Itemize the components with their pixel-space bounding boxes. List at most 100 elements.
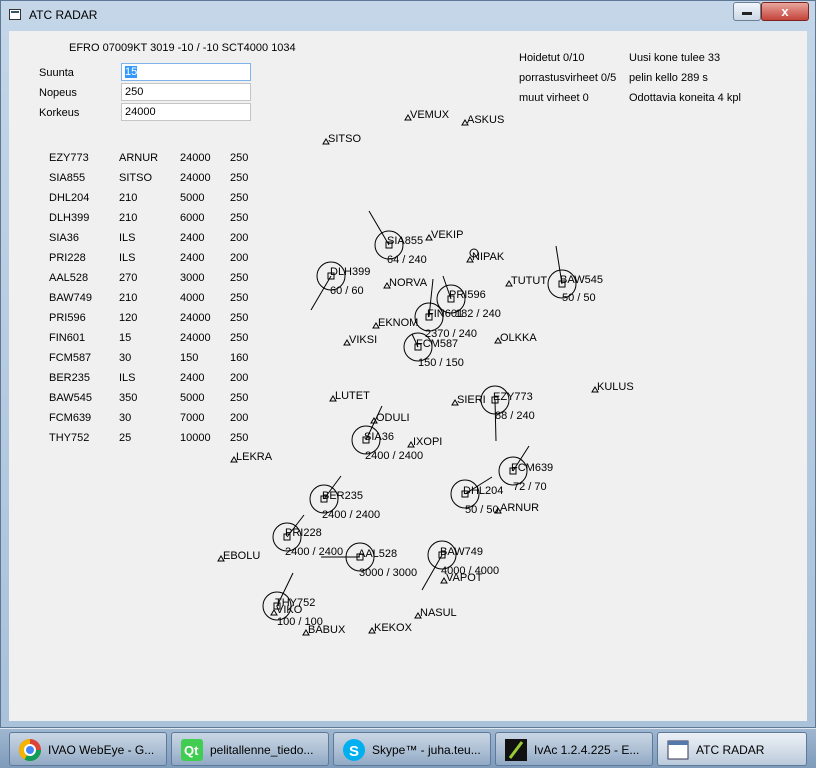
aircraft-target-icon[interactable] [320, 495, 328, 503]
aircraft-range-ring[interactable] [316, 261, 346, 291]
flight-callsign[interactable]: FCM587 [49, 352, 92, 364]
aircraft-callsign: AAL528 [358, 548, 397, 560]
waypoint-label: KEKOX [374, 622, 413, 634]
flight-route: 25 [119, 432, 132, 444]
waypoint-label: NASUL [420, 607, 457, 619]
aircraft-heading-vector [428, 278, 434, 318]
next-plane-timer: Uusi kone tulee 33 [629, 52, 721, 64]
flight-speed: 250 [230, 392, 249, 404]
aircraft-heading-vector [368, 210, 390, 246]
aircraft-target-icon[interactable] [558, 280, 566, 288]
flight-callsign[interactable]: EZY773 [49, 152, 89, 164]
flight-callsign[interactable]: SIA36 [49, 232, 79, 244]
taskbar-button[interactable]: IVAO WebEye - G... [9, 732, 167, 766]
aircraft-target-icon[interactable] [447, 295, 455, 303]
altitude-label: Korkeus [39, 107, 80, 119]
flight-callsign[interactable]: PRI596 [49, 312, 86, 324]
aircraft-range-ring[interactable] [309, 484, 339, 514]
aircraft-range-ring[interactable] [345, 542, 375, 572]
flight-callsign[interactable]: BER235 [49, 372, 90, 384]
flight-route: 210 [119, 212, 138, 224]
aircraft-target-icon[interactable] [509, 467, 517, 475]
flight-callsign[interactable]: DHL204 [49, 192, 90, 204]
flight-speed: 250 [230, 292, 249, 304]
flight-altitude: 24000 [180, 172, 211, 184]
flight-callsign[interactable]: BAW749 [49, 292, 93, 304]
aircraft-target-icon[interactable] [283, 533, 291, 541]
aircraft-target-icon[interactable] [491, 396, 499, 404]
aircraft-target-icon[interactable] [273, 602, 281, 610]
heading-input[interactable]: 15 [121, 63, 251, 81]
waypoint-triangle-icon [494, 337, 502, 344]
aircraft-target-icon[interactable] [425, 313, 433, 321]
metar-text: EFRO 07009KT 3019 -10 / -10 SCT4000 1034 [69, 42, 296, 54]
altitude-input[interactable]: 24000 [121, 103, 251, 121]
flight-speed: 200 [230, 372, 249, 384]
aircraft-heading-vector [494, 399, 497, 442]
aircraft-range-ring[interactable] [427, 540, 457, 570]
waiting-planes: Odottavia koneita 4 kpl [629, 92, 741, 104]
flight-callsign[interactable]: PRI228 [49, 252, 86, 264]
aircraft-altitude: 2400 / 2400 [322, 509, 380, 521]
aircraft-altitude: 2370 / 240 [425, 328, 477, 340]
flight-route: 15 [119, 332, 132, 344]
aircraft-range-ring[interactable] [262, 591, 292, 621]
flight-callsign[interactable]: SIA855 [49, 172, 86, 184]
aircraft-range-ring[interactable] [374, 230, 404, 260]
flight-callsign[interactable]: DLH399 [49, 212, 90, 224]
app-window: ATC RADAR x EFRO 07009KT 3019 -10 / -10 … [0, 0, 816, 728]
flight-speed: 200 [230, 232, 249, 244]
waypoint-triangle-icon [451, 399, 459, 406]
speed-input[interactable]: 250 [121, 83, 251, 101]
aircraft-range-ring[interactable] [480, 385, 510, 415]
aircraft-target-icon[interactable] [362, 436, 370, 444]
aircraft-range-ring[interactable] [272, 522, 302, 552]
flight-callsign[interactable]: BAW545 [49, 392, 93, 404]
waypoint-triangle-icon [230, 456, 238, 463]
flight-route: 270 [119, 272, 138, 284]
waypoint-triangle-icon [383, 282, 391, 289]
flight-altitude: 24000 [180, 312, 211, 324]
waypoint-triangle-icon [505, 280, 513, 287]
aircraft-range-ring[interactable] [547, 269, 577, 299]
aircraft-range-ring[interactable] [436, 284, 466, 314]
flight-callsign[interactable]: FIN601 [49, 332, 86, 344]
flight-callsign[interactable]: THY752 [49, 432, 90, 444]
waypoint-triangle-icon [440, 577, 448, 584]
flight-callsign[interactable]: FCM639 [49, 412, 92, 424]
aircraft-range-ring[interactable] [498, 456, 528, 486]
aircraft-range-ring[interactable] [351, 425, 381, 455]
waypoint-label: KULUS [597, 381, 634, 393]
flight-speed: 250 [230, 432, 249, 444]
marker-circle [469, 248, 479, 258]
flight-altitude: 2400 [180, 232, 205, 244]
waypoint-label: NIPAK [472, 251, 505, 263]
title-bar[interactable]: ATC RADAR x [1, 1, 815, 31]
taskbar-button[interactable]: IvAc 1.2.4.225 - E... [495, 732, 653, 766]
flight-callsign[interactable]: AAL528 [49, 272, 89, 284]
aircraft-target-icon[interactable] [327, 272, 335, 280]
taskbar-button[interactable]: ATC RADAR [657, 732, 807, 766]
aircraft-target-icon[interactable] [461, 490, 469, 498]
aircraft-range-ring[interactable] [450, 479, 480, 509]
aircraft-callsign: PRI596 [449, 289, 486, 301]
aircraft-range-ring[interactable] [403, 332, 433, 362]
aircraft-range-ring[interactable] [414, 302, 444, 332]
aircraft-heading-vector [555, 245, 563, 285]
waypoint-label: VIKO [276, 604, 303, 616]
flight-altitude: 24000 [180, 152, 211, 164]
aircraft-heading-vector [310, 275, 332, 311]
waypoint-label: ODULI [376, 412, 410, 424]
aircraft-altitude: 182 / 240 [455, 308, 501, 320]
minimize-button[interactable] [733, 2, 761, 21]
close-button[interactable]: x [761, 2, 809, 21]
waypoint-triangle-icon [217, 555, 225, 562]
taskbar-button-label: ATC RADAR [696, 743, 765, 757]
aircraft-target-icon[interactable] [438, 551, 446, 559]
aircraft-target-icon[interactable] [414, 343, 422, 351]
aircraft-target-icon[interactable] [356, 553, 364, 561]
aircraft-target-icon[interactable] [385, 241, 393, 249]
